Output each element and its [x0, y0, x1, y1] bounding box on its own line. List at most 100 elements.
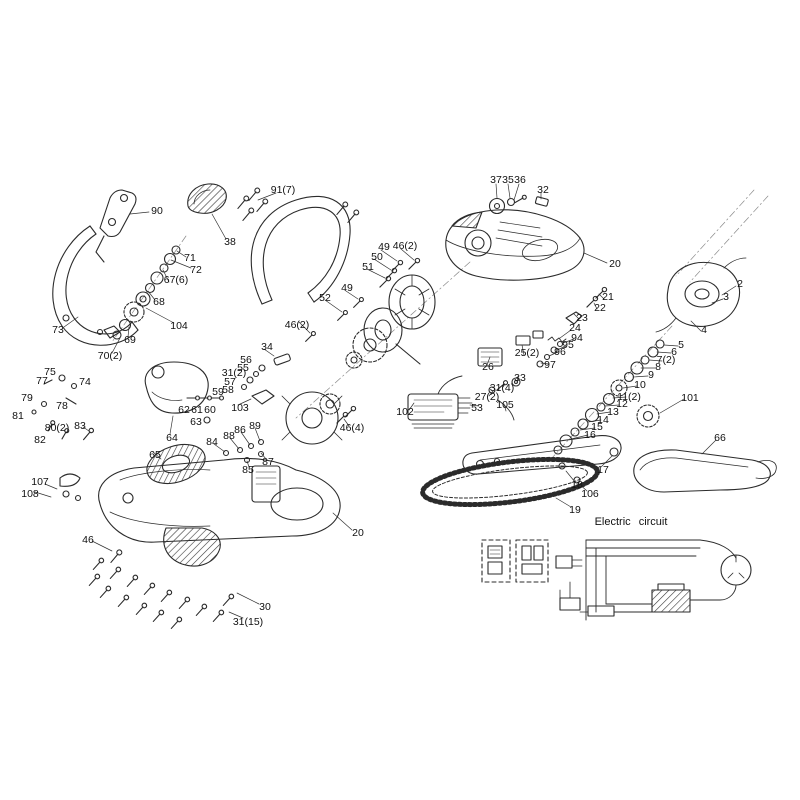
part-label: 60: [204, 403, 216, 416]
part-label: 2: [737, 277, 743, 290]
part-label: 49: [378, 240, 390, 253]
part-label: 24: [569, 321, 581, 334]
part-label: 16: [584, 428, 596, 441]
part-label: 58: [222, 383, 234, 396]
part-label: 108: [21, 487, 39, 500]
clutch-discs: [488, 194, 549, 215]
electric-circuit-schematic: [481, 539, 752, 621]
part-label: 46(4): [339, 421, 365, 434]
part-label: 20: [609, 257, 621, 270]
part-label: 94: [571, 331, 583, 344]
part-label: 18: [571, 478, 583, 491]
part-label: 21: [602, 290, 614, 303]
hand-guard: [187, 183, 227, 214]
part-label: 84: [206, 435, 218, 448]
part-label: 57: [224, 375, 236, 388]
part-label: 37: [490, 173, 502, 186]
part-label: 46(2): [284, 318, 310, 331]
part-label: 10: [634, 378, 646, 391]
axis-lines: [111, 189, 769, 459]
part-label: 23: [576, 311, 588, 324]
part-label: 75: [44, 365, 56, 378]
rear-housing: [98, 457, 341, 567]
washer-stack: [103, 245, 181, 340]
part-label: 83: [74, 419, 86, 432]
part-label: 70(2): [97, 349, 123, 362]
part-label: 89: [249, 419, 261, 432]
motor-assembly: [345, 274, 436, 369]
part-label: 3: [723, 290, 729, 303]
screws-mid: [305, 257, 421, 342]
part-label: 25(2): [514, 346, 540, 359]
controller-board: [407, 375, 473, 429]
part-label: 33: [514, 371, 526, 384]
part-label: 31(4): [489, 381, 515, 394]
part-label: 79: [21, 391, 33, 404]
part-label: 66: [714, 431, 726, 444]
part-label: 97: [544, 358, 556, 371]
part-label: 9: [648, 368, 654, 381]
part-label: 20: [352, 526, 364, 539]
part-label: 102: [396, 405, 414, 418]
part-label: 63: [190, 415, 202, 428]
side-cover: [655, 257, 747, 333]
part-label: 36: [514, 173, 526, 186]
part-label: 88: [223, 429, 235, 442]
bar-cover: [633, 449, 777, 493]
screw-field: [88, 557, 235, 629]
gear-stack: [553, 339, 665, 455]
leader-lines: [34, 183, 737, 619]
part-label: 105: [496, 398, 514, 411]
part-label: 52: [319, 291, 331, 304]
part-label: 85: [242, 463, 254, 476]
part-label: 86: [234, 423, 246, 436]
oil-pump-parts: [186, 353, 291, 424]
part-label: 19: [569, 503, 581, 516]
part-label: 8: [655, 360, 661, 373]
part-label: 96: [554, 345, 566, 358]
screws-top: [237, 187, 360, 223]
part-label: 26: [482, 360, 494, 373]
saw-chain: [420, 456, 600, 508]
part-label: 27(2): [474, 390, 500, 403]
part-label: 31(15): [232, 615, 264, 628]
part-label: 64: [166, 431, 178, 444]
part-label: 50: [371, 250, 383, 263]
part-label: 80(2): [44, 421, 70, 434]
part-label: 74: [79, 375, 91, 388]
brake-lever: [95, 189, 137, 263]
part-label: 35: [502, 173, 514, 186]
part-label: 73: [52, 323, 64, 336]
part-label: 82: [34, 433, 46, 446]
brush-parts: [222, 438, 265, 464]
part-label: 7(2): [656, 353, 676, 366]
screw-46: [110, 549, 123, 563]
part-label: 38: [224, 235, 236, 248]
part-label: 53: [471, 401, 483, 414]
part-label: 104: [170, 319, 188, 332]
part-label: 46(2): [392, 239, 418, 252]
part-label: 107: [31, 475, 49, 488]
part-label: 49: [341, 281, 353, 294]
part-label: 91(7): [270, 183, 296, 196]
part-label: 11(2): [617, 390, 641, 403]
part-label: 95: [562, 338, 574, 351]
cable-clamp: [59, 473, 82, 502]
part-label: 4: [701, 323, 707, 336]
part-label: 62: [178, 403, 190, 416]
part-label: 78: [56, 399, 68, 412]
front-handle: [250, 195, 351, 305]
chain-brake-band: [52, 225, 139, 346]
part-label: 55: [237, 361, 249, 374]
part-label: 12: [616, 397, 628, 410]
motor-can: [281, 391, 343, 445]
part-label: 56: [240, 353, 252, 366]
part-label: 14: [597, 413, 609, 426]
small-hardware-left: [31, 374, 95, 441]
part-label: 103: [231, 401, 249, 414]
part-label: 31(2): [221, 366, 247, 379]
part-label: 68: [153, 295, 165, 308]
part-label: 59: [212, 385, 224, 398]
part-label: 6: [671, 345, 677, 358]
